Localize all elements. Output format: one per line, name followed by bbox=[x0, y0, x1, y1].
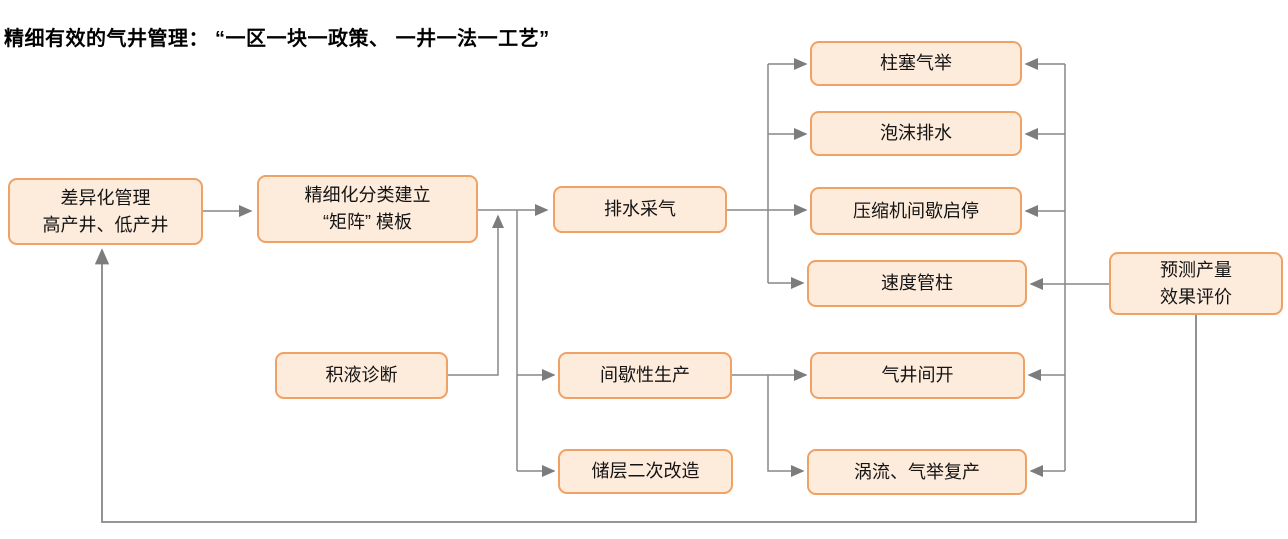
node-label: 间歇性生产 bbox=[600, 365, 690, 385]
node-label: 柱塞气举 bbox=[880, 53, 952, 73]
node-plunger-gas-lift: 柱塞气举 bbox=[810, 41, 1022, 86]
node-reservoir-restimulation: 储层二次改造 bbox=[558, 449, 733, 494]
diagram-title: 精细有效的气井管理： “一区一块一政策、 一井一法一工艺” bbox=[4, 28, 550, 50]
node-matrix-template: 精细化分类建立 “矩阵” 模板 bbox=[257, 175, 478, 243]
node-velocity-string: 速度管柱 bbox=[807, 260, 1027, 307]
node-label: 储层二次改造 bbox=[591, 461, 700, 481]
node-label: 精细化分类建立 “矩阵” 模板 bbox=[304, 185, 431, 232]
node-label: 差异化管理 高产井、低产井 bbox=[42, 187, 169, 235]
node-label: 积液诊断 bbox=[325, 365, 398, 385]
node-label: 泡沫排水 bbox=[880, 123, 952, 143]
node-compressor-intermittent-startstop: 压缩机间歇启停 bbox=[810, 187, 1022, 235]
node-liquid-loading-diagnosis: 积液诊断 bbox=[275, 352, 448, 399]
node-foam-drainage: 泡沫排水 bbox=[810, 111, 1022, 156]
node-intermittent-production: 间歇性生产 bbox=[558, 352, 732, 399]
node-production-prediction-evaluation: 预测产量 效果评价 bbox=[1109, 252, 1283, 315]
node-vortex-gas-lift-resume: 涡流、气举复产 bbox=[807, 449, 1027, 495]
node-label: 涡流、气举复产 bbox=[854, 461, 980, 482]
node-drainage-gas-recovery: 排水采气 bbox=[553, 186, 727, 233]
node-label: 预测产量 效果评价 bbox=[1160, 259, 1232, 307]
node-label: 速度管柱 bbox=[881, 273, 953, 293]
edge-intermittent-vortex bbox=[767, 375, 805, 477]
node-differentiated-management: 差异化管理 高产井、低产井 bbox=[8, 178, 203, 245]
node-well-intermittent-opening: 气井间开 bbox=[810, 352, 1025, 399]
node-label: 排水采气 bbox=[604, 199, 676, 219]
node-label: 压缩机间歇启停 bbox=[853, 200, 979, 221]
node-label: 气井间开 bbox=[881, 365, 954, 385]
